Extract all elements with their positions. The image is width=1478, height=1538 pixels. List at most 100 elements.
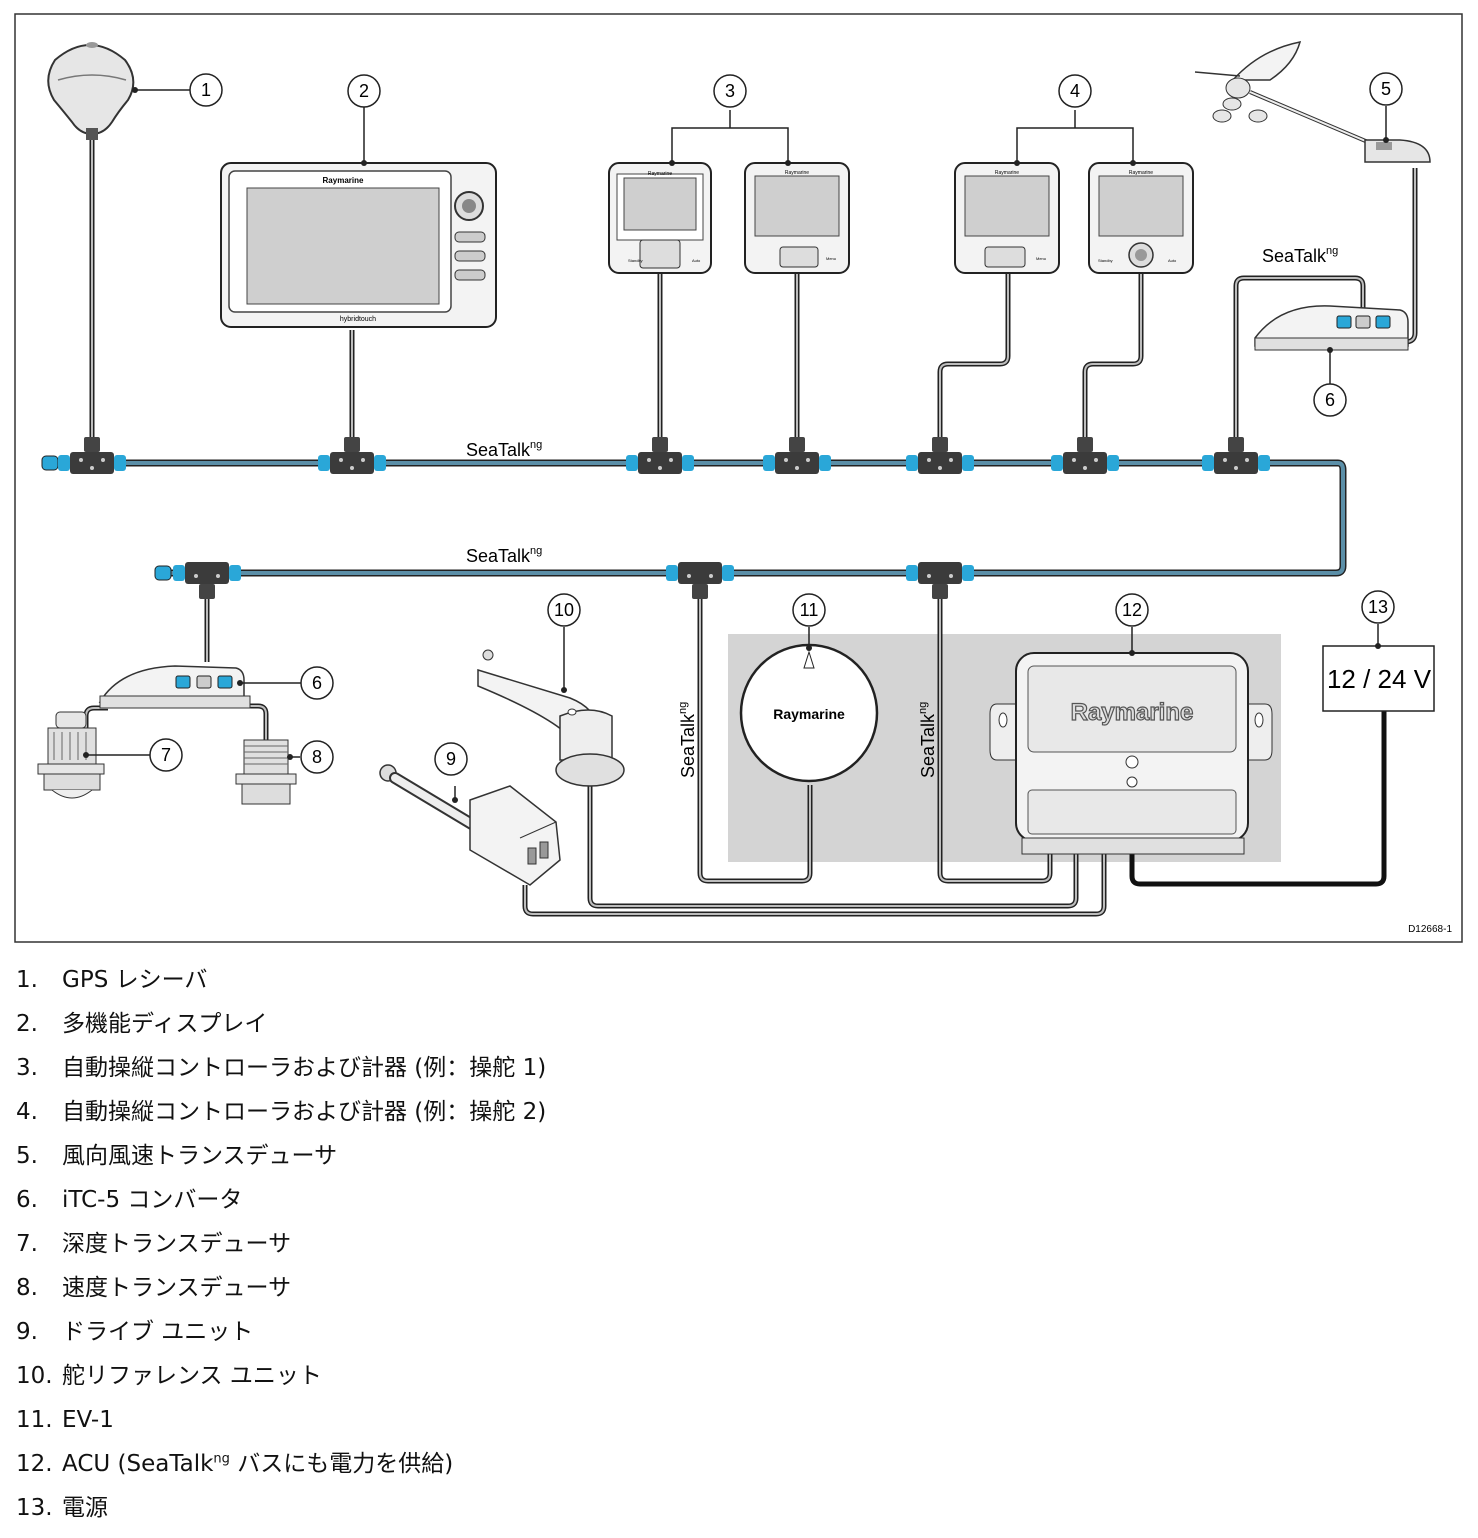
rudder-reference-unit [477, 649, 625, 787]
legend-item: 10.舵リファレンス ユニット [16, 1354, 1456, 1398]
callout-numbers: 1 2 3 4 5 6 6 7 8 9 10 11 12 13 [161, 79, 1391, 769]
legend-text: 多機能ディスプレイ [62, 1011, 268, 1037]
tee-connectors-upper [58, 437, 1270, 474]
svg-text:8: 8 [312, 747, 322, 767]
legend-text: 深度トランスデューサ [62, 1231, 292, 1257]
legend-text: 電源 [62, 1495, 108, 1521]
svg-text:Standby: Standby [628, 258, 643, 263]
svg-text:Raymarine: Raymarine [1129, 170, 1153, 176]
backbone-upper [48, 459, 1347, 577]
legend-text: 自動操縦コントローラおよび計器 (例：操舵 2) [62, 1099, 547, 1125]
legend-number: 2. [16, 1011, 38, 1037]
svg-text:5: 5 [1381, 79, 1391, 99]
svg-text:3: 3 [725, 81, 735, 101]
legend-item: 3. 自動操縦コントローラおよび計器 (例：操舵 1) [16, 1046, 1456, 1090]
svg-text:Raymarine: Raymarine [995, 170, 1019, 176]
legend-text: EV-1 [62, 1407, 114, 1433]
legend-number: 4. [16, 1099, 38, 1125]
acu-unit: Raymarine [989, 652, 1273, 855]
svg-text:6: 6 [312, 673, 322, 693]
svg-text:7: 7 [161, 745, 171, 765]
legend-item: 2. 多機能ディスプレイ [16, 1002, 1456, 1046]
legend-number: 8. [16, 1275, 38, 1301]
terminator-upper [41, 455, 59, 471]
legend-item: 13. 電源 [16, 1486, 1456, 1530]
svg-text:13: 13 [1368, 597, 1388, 617]
drive-unit [379, 764, 561, 886]
legend-number: 13. [16, 1495, 53, 1521]
diagram-frame [14, 13, 1463, 943]
wind-transducer [1194, 41, 1431, 163]
svg-text:10: 10 [554, 600, 574, 620]
bus-label-upper: SeaTalkng [466, 439, 542, 460]
svg-text:Raymarine: Raymarine [773, 706, 845, 722]
svg-text:Raymarine: Raymarine [648, 171, 672, 177]
callout-dots [83, 87, 1389, 803]
legend-text: 風向風速トランスデューサ [62, 1143, 338, 1169]
legend-item: 11. EV-1 [16, 1398, 1456, 1442]
bus-label-vertical-left: SeaTalkng [677, 702, 698, 778]
bus-label-lower: SeaTalkng [466, 545, 542, 566]
bracket-4 [1016, 110, 1134, 163]
bus-label-vertical-right: SeaTalkng [917, 702, 938, 778]
legend-number: 3. [16, 1055, 38, 1081]
svg-text:Raymarine: Raymarine [1071, 699, 1194, 726]
legend-number: 1. [16, 967, 38, 993]
figure-id: D12668-1 [1408, 924, 1452, 935]
svg-text:Auto: Auto [1168, 258, 1177, 263]
autopilot-controller-set-2: Raymarine Standby Auto [1088, 162, 1194, 274]
system-diagram: SeaTalkng SeaTalkng SeaTalkng SeaTalkng … [14, 13, 1463, 943]
svg-text:1: 1 [201, 80, 211, 100]
svg-text:6: 6 [1325, 390, 1335, 410]
legend-text: GPS レシーバ [62, 967, 208, 993]
instrument-display-1: Raymarine Menu [744, 162, 850, 274]
legend-item: 12. ACU (SeaTalkng バスにも電力を供給) [16, 1442, 1456, 1486]
legend-item: 8.速度トランスデューサ [16, 1266, 1456, 1310]
svg-text:Menu: Menu [826, 256, 836, 261]
legend-text: 自動操縦コントローラおよび計器 (例：操舵 1) [62, 1055, 547, 1081]
legend-text: ドライブ ユニット [62, 1319, 254, 1345]
legend-number: 9. [16, 1319, 38, 1345]
legend-number: 5. [16, 1143, 38, 1169]
ev1-sensor: Raymarine [739, 643, 879, 783]
itc5-converter-top [1254, 305, 1409, 351]
legend-number: 12. [16, 1451, 53, 1477]
terminator-lower [154, 565, 172, 581]
tee-connectors-lower [173, 562, 974, 599]
gps-receiver [47, 42, 135, 140]
speed-transducer [235, 739, 297, 805]
svg-text:Raymarine: Raymarine [323, 176, 364, 185]
legend-item: 7. 深度トランスデューサ [16, 1222, 1456, 1266]
legend-text: iTC-5 コンバータ [62, 1187, 243, 1213]
power-supply: 12 / 24 V [1322, 645, 1435, 712]
legend-number: 10. [16, 1363, 53, 1389]
legend-number: 6. [16, 1187, 38, 1213]
legend-item: 5. 風向風速トランスデューサ [16, 1134, 1456, 1178]
callout-leaders [86, 89, 1387, 800]
svg-text:hybridtouch: hybridtouch [340, 316, 376, 323]
power-cable [1129, 710, 1387, 887]
instrument-display-2: Raymarine Menu [954, 162, 1060, 274]
autopilot-controller-set-1: Raymarine Standby Auto [608, 162, 712, 274]
svg-text:11: 11 [800, 600, 819, 620]
legend-text-rest: バスにも電力を供給) [229, 1451, 454, 1477]
svg-text:12: 12 [1122, 600, 1142, 620]
itc5-converter-bottom [98, 665, 251, 709]
svg-text:2: 2 [359, 81, 369, 101]
svg-text:Standby: Standby [1098, 258, 1113, 263]
depth-transducer [37, 711, 105, 799]
legend-text: ACU (SeaTalk [62, 1451, 214, 1477]
legend-item: 9. ドライブ ユニット [16, 1310, 1456, 1354]
svg-text:Raymarine: Raymarine [785, 170, 809, 176]
callout-circles [149, 72, 1403, 776]
legend-superscript: ng [213, 1451, 230, 1467]
svg-text:4: 4 [1070, 81, 1080, 101]
legend-item: 6. iTC-5 コンバータ [16, 1178, 1456, 1222]
multifunction-display: Raymarine hybridtouch [220, 162, 497, 328]
legend-number: 7. [16, 1231, 38, 1257]
svg-text:12 / 24 V: 12 / 24 V [1327, 664, 1432, 694]
svg-text:9: 9 [446, 749, 456, 769]
bus-label-wind: SeaTalkng [1262, 245, 1338, 266]
legend-number: 11. [16, 1407, 53, 1433]
legend-item: 1. GPS レシーバ [16, 958, 1456, 1002]
